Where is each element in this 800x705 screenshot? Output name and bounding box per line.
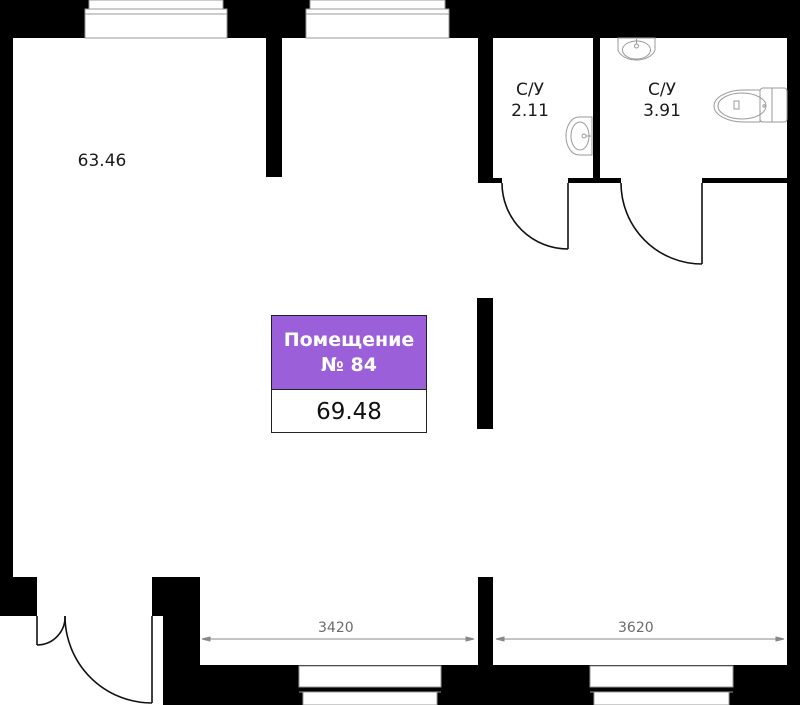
unit-area: 69.48 — [316, 398, 382, 425]
room-area: 3.91 — [643, 101, 681, 122]
unit-badge-header: Помещение № 84 — [272, 316, 426, 390]
toilet-icon — [713, 87, 788, 123]
bathroom-door-1[interactable] — [501, 182, 569, 250]
window-top-2 — [305, 0, 450, 39]
window-top-1 — [84, 0, 228, 39]
bathroom-door-2[interactable] — [620, 182, 703, 265]
room-name: С/У — [648, 80, 676, 100]
room-label-bathroom-1: С/У 2.11 — [500, 80, 560, 123]
dimension-line-2 — [495, 636, 785, 642]
window-bottom-2 — [589, 665, 734, 705]
room-area-main: 63.46 — [77, 151, 127, 171]
unit-badge[interactable]: Помещение № 84 69.48 — [271, 315, 427, 433]
sink-icon — [617, 37, 656, 61]
room-label-bathroom-2: С/У 3.91 — [632, 80, 692, 123]
room-area: 2.11 — [511, 101, 549, 122]
entrance-door[interactable] — [36, 615, 153, 704]
sink-icon — [565, 116, 593, 156]
unit-title: Помещение — [283, 328, 415, 351]
dimension-line-1 — [201, 636, 475, 642]
dimension-label-1: 3420 — [318, 620, 354, 636]
unit-number: № 84 — [321, 353, 377, 376]
window-bottom-1 — [298, 665, 442, 705]
dimension-label-2: 3620 — [618, 620, 654, 636]
room-name: С/У — [516, 80, 544, 100]
